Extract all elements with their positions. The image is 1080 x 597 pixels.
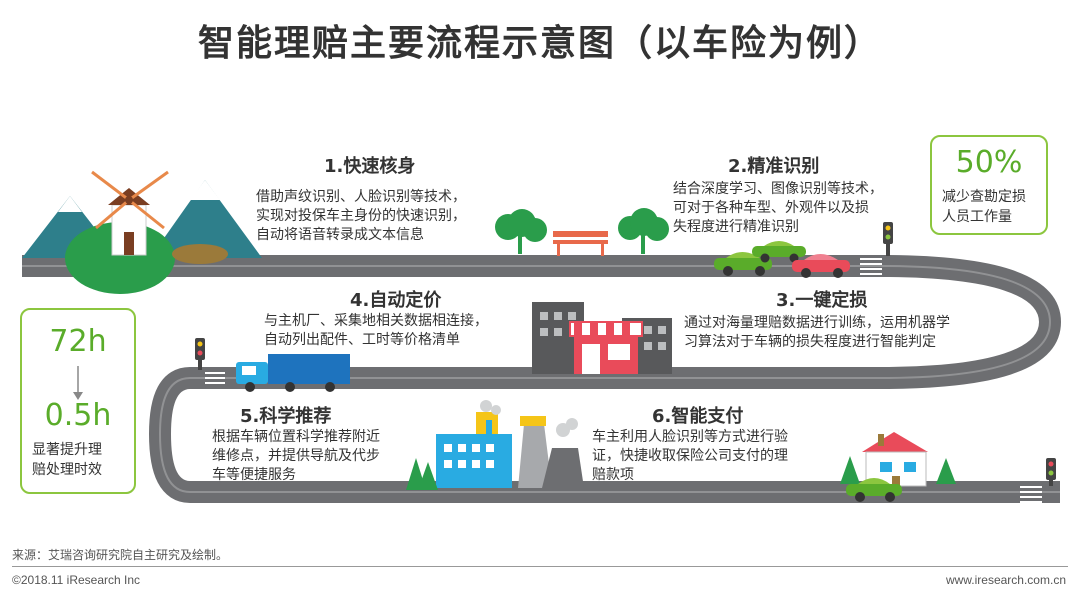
stat-label-timeliness: 显著提升理 赔处理时效 [32,440,102,480]
step-6-desc-line: 证，快捷收取保险公司支付的理 [592,448,788,464]
step-1-title: 1.快速核身 [324,156,416,177]
step-1-desc-line: 实现对投保车主身份的快速识别， [256,208,466,224]
stat-value-workload: 50% [955,145,1023,180]
crosswalk-icon [860,258,882,275]
mountains-icon [22,180,262,294]
bench-icon [553,231,608,256]
step-6-desc-line: 车主利用人脸识别等方式进行验 [592,429,788,445]
step-2-desc-line: 结合深度学习、图像识别等技术， [673,181,883,197]
step-6-desc-line: 赔款项 [592,467,634,483]
site-url: www.iresearch.com.cn [945,573,1066,587]
step-2-desc-line: 失程度进行精准识别 [673,219,799,235]
stat-value-after: 0.5h [44,398,112,433]
stat-label-workload: 减少查勘定损 人员工作量 [942,187,1026,227]
tree-icon [618,208,669,254]
step-5-desc-line: 根据车辆位置科学推荐附近 [212,429,380,445]
step-1-desc-line: 借助声纹识别、人脸识别等技术， [256,189,466,205]
road-path [22,255,1062,503]
step-4-desc-line: 与主机厂、采集地相关数据相连接， [264,313,488,329]
step-5-desc: 根据车辆位置科学推荐附近 维修点，并提供导航及代步 车等便捷服务 [212,428,380,485]
step-2-desc-line: 可对于各种车型、外观件以及损 [673,200,869,216]
arrow-down-icon [73,366,83,400]
step-3-desc: 通过对海量理赔数据进行训练，运用机器学 习算法对于车辆的损失程度进行智能判定 [684,314,950,352]
road-center-line [22,265,1060,493]
windmill-icon [91,170,169,256]
car-icon [792,254,850,278]
stat-label-line: 显著提升理 [32,442,102,458]
crosswalk-icon [205,372,225,384]
footer-divider [12,566,1068,567]
stat-box-workload: 50% 减少查勘定损 人员工作量 [930,135,1048,235]
page-title: 智能理赔主要流程示意图（以车险为例） [197,23,882,64]
crosswalk-icon [1020,486,1042,503]
step-4-title: 4.自动定价 [350,290,442,311]
factory-icon [436,400,584,488]
step-3-title: 3.一键定损 [776,290,868,311]
traffic-light-icon [1046,458,1056,486]
step-3-desc-line: 习算法对于车辆的损失程度进行智能判定 [684,334,936,350]
step-5-title: 5.科学推荐 [240,406,332,427]
car-icon [714,252,772,276]
step-4-desc: 与主机厂、采集地相关数据相连接， 自动列出配件、工时等价格清单 [264,312,488,350]
step-1-desc-line: 自动将语音转录成文本信息 [256,227,424,243]
step-1-desc: 借助声纹识别、人脸识别等技术， 实现对投保车主身份的快速识别， 自动将语音转录成… [256,188,466,245]
stat-value-before: 72h [49,324,107,359]
step-5-desc-line: 维修点，并提供导航及代步 [212,448,380,464]
stat-label-line: 减少查勘定损 [942,189,1026,205]
tree-icon [406,458,438,490]
traffic-light-icon [883,222,893,256]
house-icon [862,432,928,487]
tree-icon [840,456,956,484]
source-note: 来源：艾瑞咨询研究院自主研究及绘制。 [12,548,229,562]
shop-icon [569,321,643,374]
truck-icon [236,354,350,392]
stat-label-line: 赔处理时效 [32,462,102,478]
stat-label-line: 人员工作量 [942,209,1012,225]
step-6-desc: 车主利用人脸识别等方式进行验 证，快捷收取保险公司支付的理 赔款项 [592,428,788,485]
step-4-desc-line: 自动列出配件、工时等价格清单 [264,332,460,348]
step-2-title: 2.精准识别 [728,156,820,177]
step-3-desc-line: 通过对海量理赔数据进行训练，运用机器学 [684,315,950,331]
step-6-title: 6.智能支付 [652,406,744,427]
car-icon [846,478,902,502]
step-5-desc-line: 车等便捷服务 [212,467,296,483]
traffic-light-icon [195,338,205,370]
step-2-desc: 结合深度学习、图像识别等技术， 可对于各种车型、外观件以及损 失程度进行精准识别 [673,180,883,237]
copyright: ©2018.11 iResearch Inc [12,573,141,587]
stat-box-timeliness: 72h 0.5h 显著提升理 赔处理时效 [20,308,136,494]
tree-icon [495,209,547,254]
